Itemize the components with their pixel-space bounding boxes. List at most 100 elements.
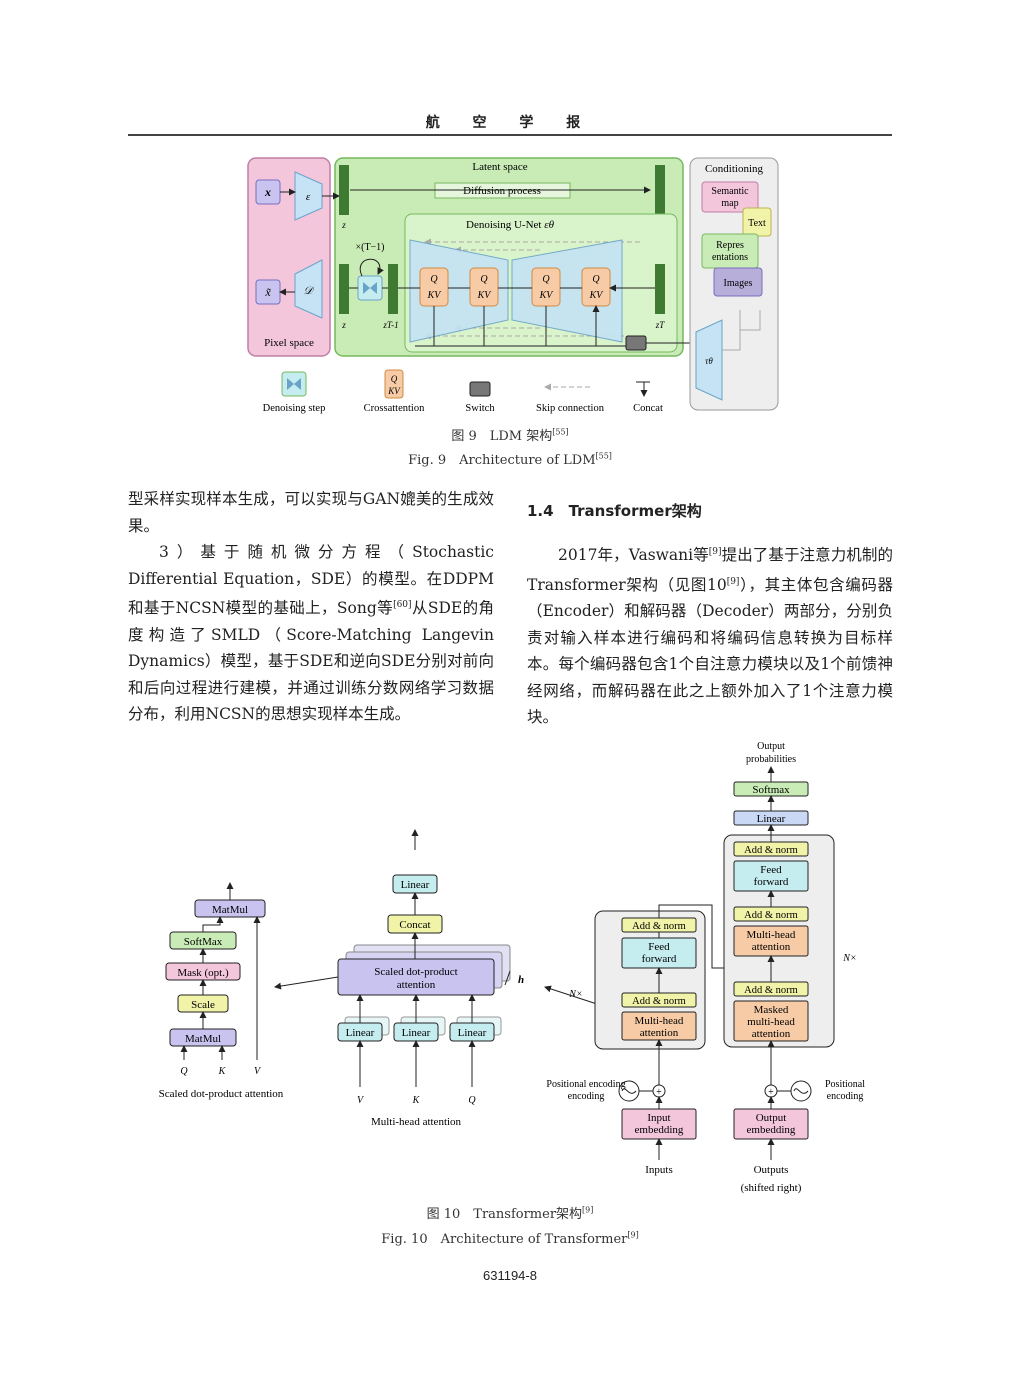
- page-number: 631194-8: [483, 1268, 537, 1283]
- svg-text:x: x: [264, 185, 271, 199]
- right-paragraph-1: 2017年，Vaswani等[9]提出了基于注意力机制的Transformer架…: [527, 546, 893, 727]
- figure-10-transformer-diagram: MatMul SoftMax Mask (opt.) Scale MatMul …: [159, 741, 866, 1194]
- svg-text:zT: zT: [655, 320, 666, 330]
- legend-crossattention-icon: [384, 369, 404, 399]
- z-bar-top: [339, 165, 349, 215]
- svg-text:Q: Q: [468, 1095, 476, 1106]
- left-column: 型采样实现样本生成，可以实现与GAN媲美的生成效果。 3）基于随机微分方程（St…: [128, 486, 494, 728]
- figure-10-caption-en: Fig. 10 Architecture of Transformer[9]: [381, 1230, 639, 1247]
- svg-text:Multi-head: Multi-head: [747, 929, 796, 941]
- svg-text:KV: KV: [387, 386, 401, 396]
- mha-linear-q: Linear: [449, 1016, 502, 1042]
- zT1-bar: [388, 264, 398, 314]
- crossattention-block-1: Q KV: [419, 267, 449, 307]
- svg-text:Feed: Feed: [648, 941, 670, 953]
- section-heading: 1.4 Transformer架构: [527, 502, 702, 520]
- z-bar-bottom: [339, 264, 349, 314]
- svg-text:Input: Input: [647, 1112, 670, 1124]
- svg-text:encoding: encoding: [568, 1091, 605, 1102]
- svg-text:Inputs: Inputs: [645, 1164, 673, 1176]
- svg-text:Output: Output: [756, 1112, 787, 1124]
- svg-text:Add & norm: Add & norm: [632, 921, 686, 932]
- svg-text:forward: forward: [642, 953, 677, 965]
- switch-box: [625, 335, 647, 351]
- figure-9-ldm-diagram: Pixel space x x̃ ε 𝒟 Latent space Diffus…: [247, 157, 779, 414]
- crossattention-block-3: Q KV: [531, 267, 561, 307]
- left-paragraph-1: 型采样实现样本生成，可以实现与GAN媲美的生成效果。: [128, 490, 494, 535]
- svg-text:+: +: [656, 1087, 662, 1098]
- svg-text:Add & norm: Add & norm: [632, 996, 686, 1007]
- svg-text:Crossattention: Crossattention: [364, 403, 425, 414]
- crossattention-block-4: Q KV: [581, 267, 611, 307]
- svg-text:Outputs: Outputs: [754, 1164, 789, 1176]
- svg-text:Q: Q: [430, 274, 438, 285]
- svg-text:KV: KV: [427, 290, 443, 301]
- svg-text:embedding: embedding: [635, 1124, 684, 1136]
- svg-text:Q: Q: [391, 374, 398, 384]
- svg-text:τθ: τθ: [705, 356, 713, 366]
- zT-bar-top: [655, 165, 665, 215]
- svg-text:MatMul: MatMul: [185, 1033, 221, 1045]
- right-column: 2017年，Vaswani等[9]提出了基于注意力机制的Transformer架…: [527, 539, 893, 731]
- svg-text:Linear: Linear: [401, 879, 430, 891]
- svg-text:Semantic: Semantic: [711, 186, 749, 197]
- sdpa-diagram: MatMul SoftMax Mask (opt.) Scale MatMul …: [159, 882, 284, 1100]
- encoder-trapezoid: [294, 171, 323, 221]
- svg-text:Conditioning: Conditioning: [705, 163, 764, 175]
- svg-text:Q: Q: [592, 274, 600, 285]
- svg-text:Switch: Switch: [465, 403, 495, 414]
- svg-text:N×: N×: [842, 953, 856, 964]
- unet-decoder-shape: [511, 239, 623, 343]
- svg-text:Linear: Linear: [346, 1027, 375, 1039]
- svg-text:V: V: [357, 1095, 365, 1106]
- zT-bar-bottom: [655, 264, 665, 314]
- semantic-map-box: [701, 181, 759, 213]
- svg-text:map: map: [721, 198, 738, 209]
- svg-text:Q: Q: [542, 274, 550, 285]
- svg-text:SoftMax: SoftMax: [184, 936, 223, 948]
- svg-text:ε: ε: [306, 191, 311, 203]
- svg-text:entations: entations: [712, 252, 748, 263]
- svg-text:Linear: Linear: [757, 813, 786, 825]
- svg-text:Linear: Linear: [458, 1027, 487, 1039]
- mha-diagram: Linear Concat Scaled dot-product attenti…: [274, 829, 524, 1128]
- svg-text:Positional: Positional: [825, 1079, 865, 1090]
- svg-text:zT-1: zT-1: [382, 320, 398, 330]
- svg-text:multi-head: multi-head: [747, 1016, 795, 1028]
- svg-text:Scale: Scale: [191, 999, 215, 1011]
- svg-text:Repres: Repres: [716, 240, 744, 251]
- svg-text:Scaled dot-product attention: Scaled dot-product attention: [159, 1088, 284, 1100]
- svg-text:Softmax: Softmax: [752, 784, 790, 796]
- svg-text:Add & norm: Add & norm: [744, 985, 798, 996]
- svg-text:Concat: Concat: [633, 403, 663, 414]
- svg-text:N×: N×: [568, 989, 582, 1000]
- svg-text:x̃: x̃: [264, 285, 271, 299]
- svg-text:Mask (opt.): Mask (opt.): [177, 967, 229, 979]
- svg-text:Multi-head: Multi-head: [635, 1015, 684, 1027]
- tau-encoder: [695, 319, 723, 401]
- mha-linear-k: Linear: [393, 1016, 446, 1042]
- svg-text:attention: attention: [752, 1028, 791, 1040]
- legend-switch-icon: [469, 381, 491, 397]
- journal-header: 航 空 学 报: [425, 115, 595, 131]
- svg-text:forward: forward: [754, 876, 789, 888]
- svg-text:MatMul: MatMul: [212, 904, 248, 916]
- svg-text:Diffusion process: Diffusion process: [463, 185, 541, 197]
- svg-text:KV: KV: [539, 290, 555, 301]
- svg-text:+: +: [768, 1087, 774, 1098]
- svg-text:Denoising step: Denoising step: [263, 403, 326, 414]
- svg-text:z: z: [341, 320, 346, 330]
- svg-text:Linear: Linear: [402, 1027, 431, 1039]
- svg-text:attention: attention: [397, 979, 436, 991]
- svg-text:Scaled dot-product: Scaled dot-product: [374, 966, 457, 978]
- decoder-trapezoid: [294, 259, 323, 319]
- figure-9-caption-cn: 图 9 LDM 架构[55]: [451, 427, 569, 444]
- svg-text:K: K: [412, 1095, 421, 1106]
- svg-text:K: K: [218, 1066, 227, 1077]
- figure-9-caption-en: Fig. 9 Architecture of LDM[55]: [408, 451, 612, 468]
- svg-text:KV: KV: [477, 290, 493, 301]
- svg-text:Skip connection: Skip connection: [536, 403, 605, 414]
- svg-text:Add & norm: Add & norm: [744, 845, 798, 856]
- svg-text:h: h: [518, 974, 524, 986]
